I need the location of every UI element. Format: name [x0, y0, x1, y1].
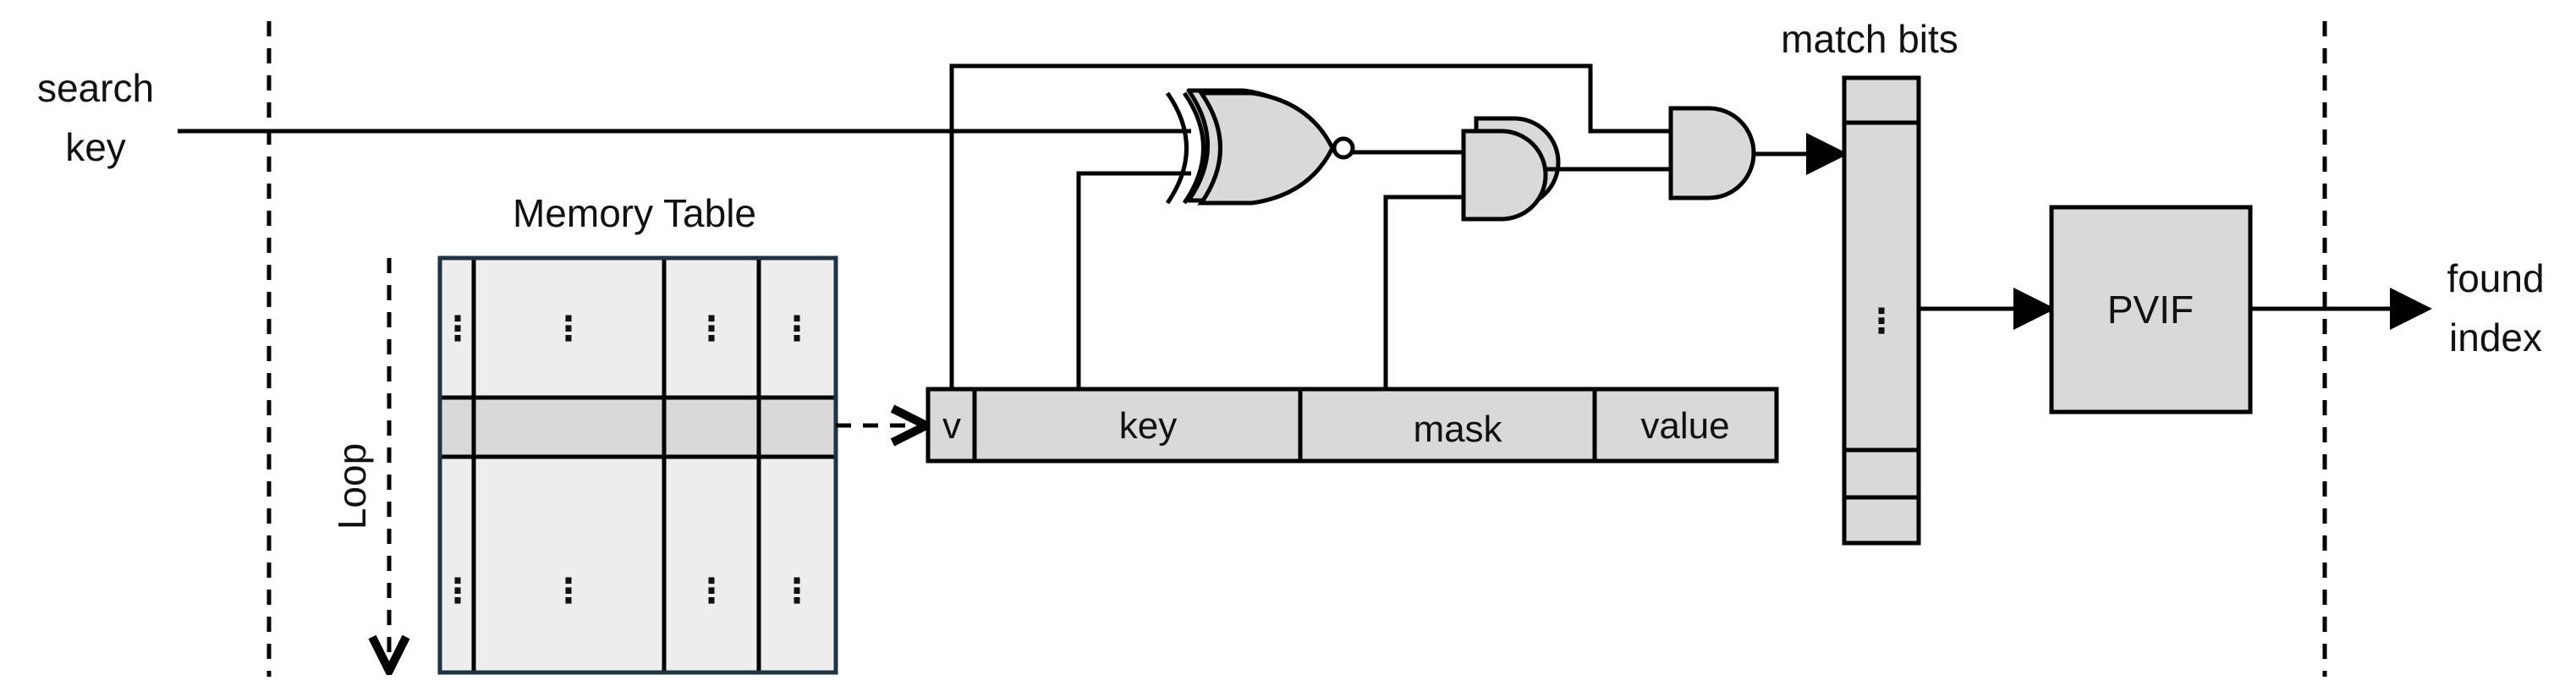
memory-table — [437, 255, 838, 675]
entry-register — [925, 387, 1779, 464]
entry-field-value: value — [1640, 405, 1729, 447]
match-bits-register — [1842, 75, 1921, 546]
valid-bit-wire — [949, 63, 1679, 389]
search-key-label-line1: search — [37, 66, 154, 110]
table-ellipsis: ⋮ — [552, 310, 585, 348]
match-bits-label: match bits — [1781, 17, 1958, 61]
entry-field-mask: mask — [1413, 409, 1502, 450]
found-index-label-line2: index — [2449, 316, 2542, 359]
and-gate-1 — [1461, 116, 1561, 222]
key-field-wire — [1076, 171, 1191, 389]
entry-field-valid: v — [942, 405, 961, 447]
pvif-label: PVIF — [2107, 288, 2194, 332]
search-key-label-line2: key — [65, 125, 126, 169]
table-ellipsis: ⋮ — [441, 310, 475, 348]
found-index-label-line1: found — [2447, 256, 2544, 300]
table-ellipsis: ⋮ — [695, 573, 728, 610]
xnor-gate — [1165, 88, 1355, 206]
match-bits-ellipsis: ⋮ — [1865, 303, 1898, 340]
table-ellipsis: ⋮ — [780, 310, 814, 348]
loop-label: Loop — [330, 443, 374, 530]
and-gate-2 — [1668, 106, 1756, 200]
table-ellipsis: ⋮ — [552, 573, 585, 610]
table-ellipsis: ⋮ — [441, 573, 475, 610]
mask-field-wire — [1383, 195, 1464, 389]
entry-field-key: key — [1119, 405, 1177, 447]
memory-table-title: Memory Table — [513, 191, 756, 235]
table-ellipsis: ⋮ — [695, 310, 728, 348]
table-ellipsis: ⋮ — [780, 573, 814, 610]
